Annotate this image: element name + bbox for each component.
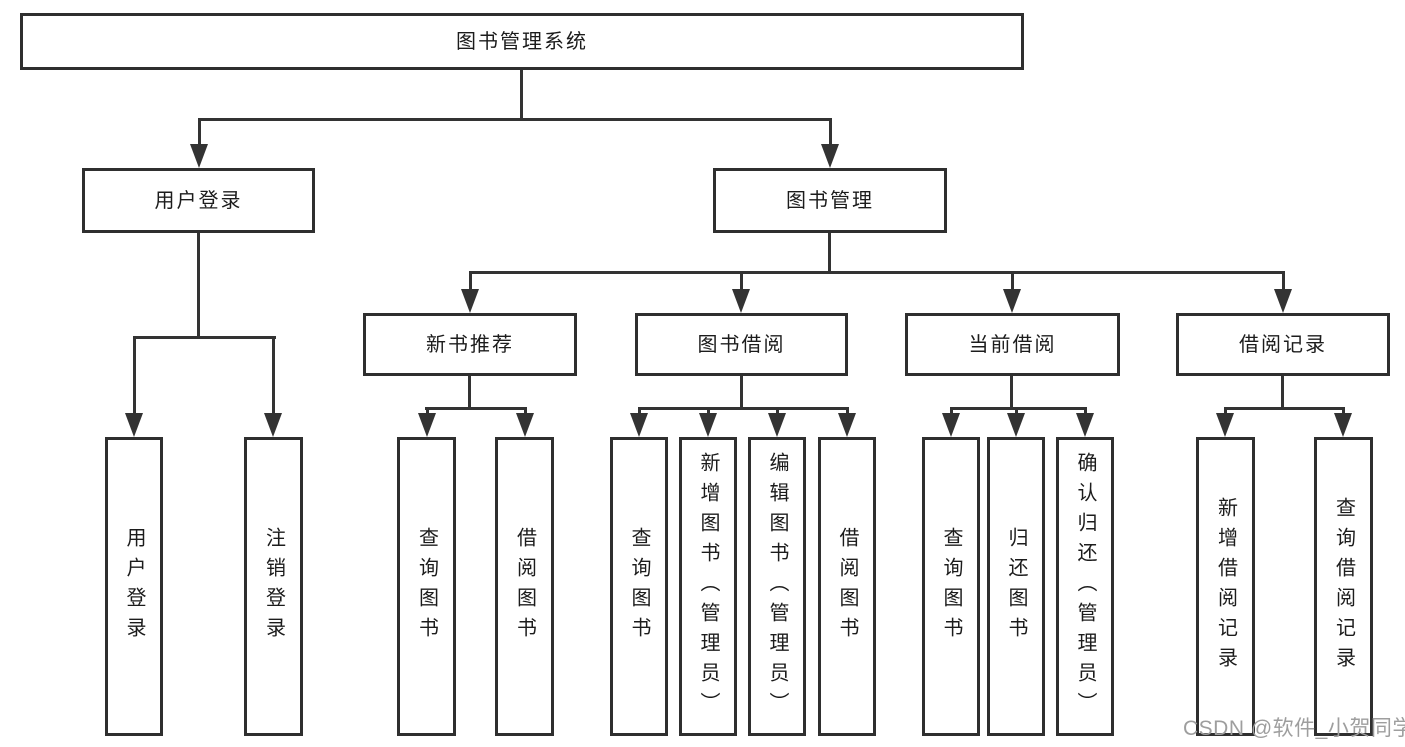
node-root: 图书管理系统 — [20, 13, 1024, 70]
arrow-to-book-mgmt — [821, 118, 839, 168]
connector-book-mgmt-rail — [469, 271, 1285, 274]
node-leaf-bb-edit: 编辑图书（管理员） — [748, 437, 806, 736]
node-book-mgmt: 图书管理 — [713, 168, 947, 233]
arrowhead-icon — [461, 289, 479, 313]
node-user-login: 用户登录 — [82, 168, 315, 233]
arrow-to-leaf-cb-confirm — [1076, 407, 1094, 437]
arrowhead-icon — [264, 413, 282, 437]
arrow-to-leaf-br-add — [1216, 407, 1234, 437]
node-leaf-cb-query: 查询图书 — [922, 437, 980, 736]
arrowhead-icon — [190, 144, 208, 168]
connector-book-mgmt-stem — [828, 233, 831, 273]
arrowhead-icon — [768, 413, 786, 437]
arrow-to-leaf-rec-borrow — [516, 407, 534, 437]
arrowhead-icon — [699, 413, 717, 437]
arrowhead-icon — [630, 413, 648, 437]
arrow-to-leaf-bb-query — [630, 407, 648, 437]
connector-new-book-rec-stem — [468, 376, 471, 409]
arrowhead-icon — [418, 413, 436, 437]
node-leaf-br-query: 查询借阅记录 — [1314, 437, 1373, 736]
arrowhead-icon — [942, 413, 960, 437]
arrow-to-leaf-cb-return — [1007, 407, 1025, 437]
connector-current-borrow-stem — [1010, 376, 1013, 409]
csdn-watermark: CSDN @软件_小贺同学 — [1183, 717, 1405, 740]
arrowhead-icon — [1334, 413, 1352, 437]
node-borrow-records: 借阅记录 — [1176, 313, 1390, 376]
node-leaf-br-add: 新增借阅记录 — [1196, 437, 1255, 736]
arrowhead-icon — [1216, 413, 1234, 437]
arrow-to-current-borrow — [1003, 271, 1021, 313]
node-leaf-logout: 注销登录 — [244, 437, 303, 736]
node-leaf-bb-borrow: 借阅图书 — [818, 437, 876, 736]
arrowhead-icon — [1274, 289, 1292, 313]
connector-current-borrow-rail — [950, 407, 1087, 410]
arrow-to-leaf-bb-edit — [768, 407, 786, 437]
arrowhead-icon — [821, 144, 839, 168]
connector-borrow-records-stem — [1281, 376, 1284, 409]
connector-book-borrow-stem — [740, 376, 743, 409]
arrowhead-icon — [516, 413, 534, 437]
arrow-to-leaf-logout — [264, 336, 282, 437]
node-new-book-rec: 新书推荐 — [363, 313, 577, 376]
arrowhead-icon — [732, 289, 750, 313]
arrowhead-icon — [1003, 289, 1021, 313]
arrow-to-leaf-br-query — [1334, 407, 1352, 437]
arrow-to-book-borrow — [732, 271, 750, 313]
arrow-to-leaf-bb-borrow — [838, 407, 856, 437]
arrow-to-leaf-user-login — [125, 336, 143, 437]
connector-user-login-rail — [133, 336, 276, 339]
connector-user-login-stem — [197, 233, 200, 338]
arrow-to-leaf-rec-query — [418, 407, 436, 437]
arrowhead-icon — [1007, 413, 1025, 437]
node-leaf-bb-query: 查询图书 — [610, 437, 668, 736]
arrow-to-leaf-bb-add — [699, 407, 717, 437]
node-leaf-rec-query: 查询图书 — [397, 437, 456, 736]
arrow-to-user-login — [190, 118, 208, 168]
arrowhead-icon — [125, 413, 143, 437]
node-current-borrow: 当前借阅 — [905, 313, 1120, 376]
connector-root-stem — [520, 70, 523, 118]
arrow-to-new-book-rec — [461, 271, 479, 313]
connector-borrow-records-rail — [1224, 407, 1345, 410]
node-leaf-rec-borrow: 借阅图书 — [495, 437, 554, 736]
connector-book-borrow-rail — [638, 407, 849, 410]
connector-new-book-rec-rail — [425, 407, 526, 410]
arrowhead-icon — [838, 413, 856, 437]
node-leaf-cb-return: 归还图书 — [987, 437, 1045, 736]
node-leaf-cb-confirm: 确认归还（管理员） — [1056, 437, 1114, 736]
arrow-to-leaf-cb-query — [942, 407, 960, 437]
arrowhead-icon — [1076, 413, 1094, 437]
node-leaf-user-login: 用户登录 — [105, 437, 163, 736]
connector-root-rail — [198, 118, 832, 121]
node-leaf-bb-add: 新增图书（管理员） — [679, 437, 737, 736]
arrow-to-borrow-records — [1274, 271, 1292, 313]
node-book-borrow: 图书借阅 — [635, 313, 848, 376]
